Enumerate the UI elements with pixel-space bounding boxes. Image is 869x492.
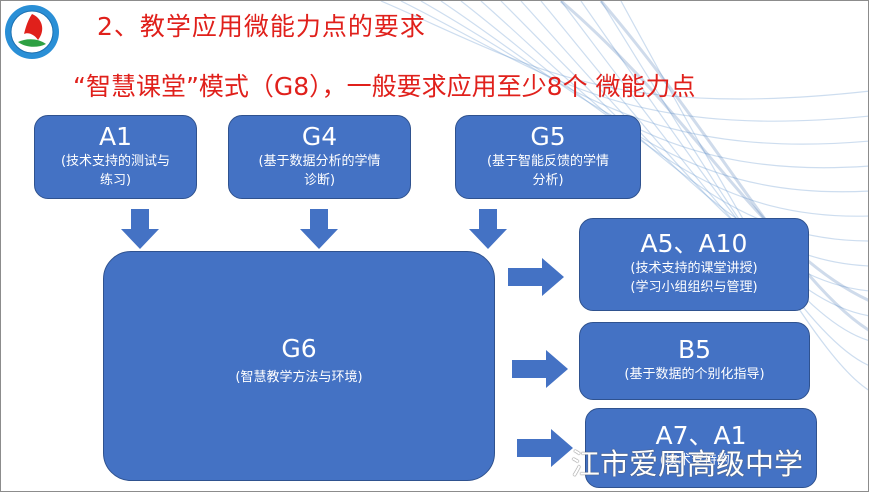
box-b5-desc-1: (基于数据的个别化指导) [624,367,765,382]
box-g4-code: G4 [301,122,338,151]
arrow-down-icon [300,209,338,249]
box-g5: G5 (基于智能反馈的学情 分析) [455,115,641,199]
box-a1-desc-1: (技术支持的测试与 [60,154,171,169]
box-a5-a10-code: A5、A10 [640,229,748,258]
arrow-right-icon [517,429,573,467]
slide-subtitle: “智慧课堂”模式（G8），一般要求应用至少8个 微能力点 [73,72,696,101]
box-g4: G4 (基于数据分析的学情 诊断) [228,115,411,199]
box-a1: A1 (技术支持的测试与 练习) [34,115,197,199]
box-b5: B5 (基于数据的个别化指导) [579,322,810,400]
box-g5-desc-2: 分析) [532,173,564,188]
arrow-right-icon [508,258,564,296]
box-a5-a10-desc-2: (学习小组组织与管理) [630,280,758,295]
box-b5-code: B5 [677,335,712,364]
box-g5-code: G5 [530,122,566,151]
box-g4-desc-1: (基于数据分析的学情 [258,154,381,169]
box-g4-desc-2: 诊断) [303,173,336,188]
box-g6-desc-1: (智慧教学方法与环境) [235,370,363,385]
slide-title: 2、教学应用微能力点的要求 [97,12,426,41]
arrow-down-icon [121,209,159,249]
box-a5-a10-desc-1: (技术支持的课堂讲授) [630,261,758,276]
arrow-right-icon [512,350,568,388]
box-g5-desc-1: (基于智能反馈的学情 [486,154,610,169]
box-a1-code: A1 [98,122,132,151]
box-a7-a1: A7、A1 (技术支持的... [585,408,817,488]
box-a7-a1-code: A7、A1 [655,421,747,450]
box-a5-a10: A5、A10 (技术支持的课堂讲授) (学习小组组织与管理) [579,218,809,311]
watermark-school-name: 江市爱周高级中学 [571,447,804,481]
arrow-down-icon [469,209,507,249]
box-g6: G6 (智慧教学方法与环境) [103,251,495,481]
box-a7-a1-desc-1: (技术支持的... [659,453,743,468]
box-g6-code: G6 [281,334,317,363]
school-logo-icon [5,5,59,59]
box-a1-desc-2: 练习) [99,173,132,188]
